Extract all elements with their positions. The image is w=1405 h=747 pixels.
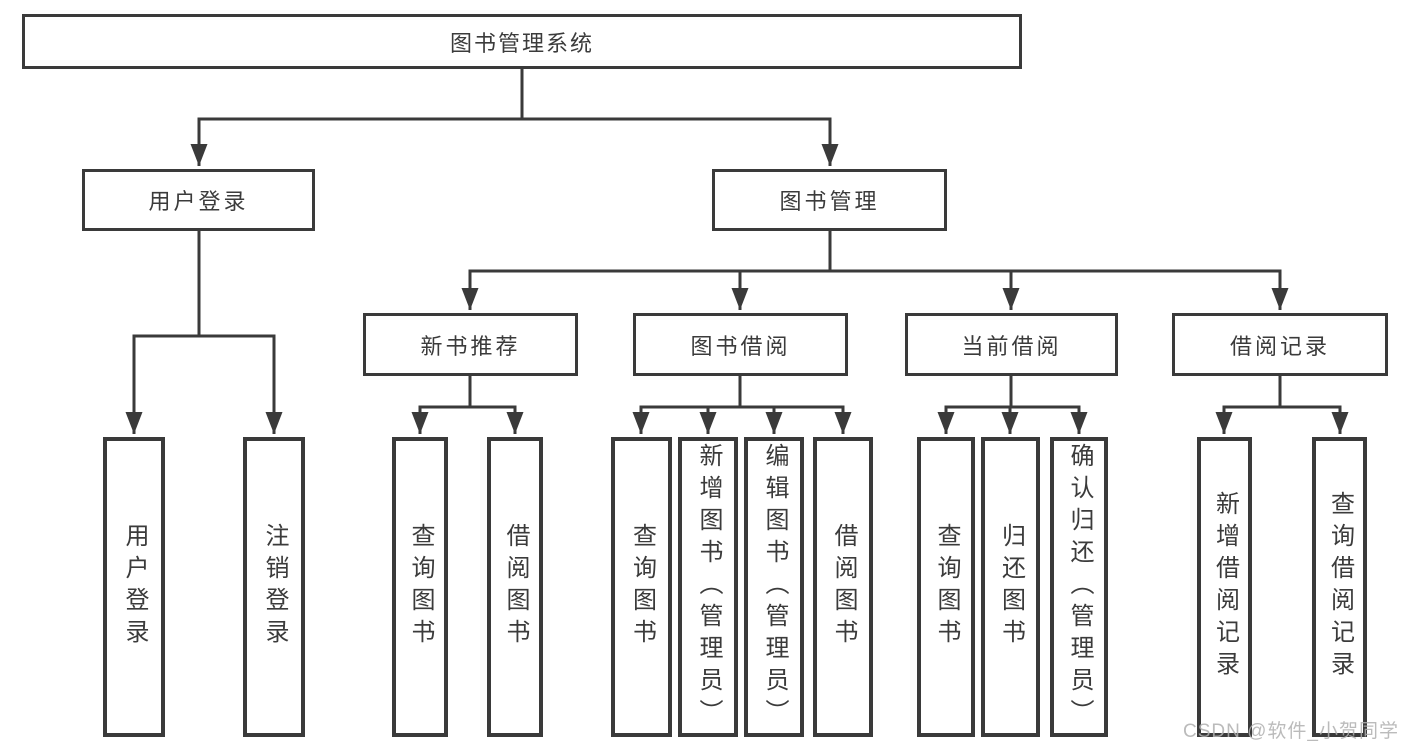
leaf-label: 查询借阅记录: [1326, 491, 1354, 683]
node-user-login: 用户登录: [82, 169, 315, 231]
node-label: 用户登录: [148, 189, 249, 214]
leaf-return-books: 归还图书: [981, 437, 1040, 737]
leaf-label: 借阅图书: [830, 523, 857, 651]
leaf-confirm-return-admin: 确认归还（管理员）: [1050, 437, 1108, 737]
node-new-book-recommendation: 新书推荐: [363, 313, 578, 376]
leaf-borrow-books-recommend: 借阅图书: [487, 437, 543, 737]
node-label: 图书借阅: [690, 333, 791, 359]
leaf-query-borrow-record: 查询借阅记录: [1312, 437, 1367, 737]
leaf-edit-book-admin: 编辑图书（管理员）: [744, 437, 804, 737]
leaf-label: 确认归还（管理员）: [1066, 443, 1093, 731]
leaf-user-login: 用户登录: [103, 437, 165, 737]
leaf-label: 注销登录: [261, 523, 288, 651]
leaf-label: 用户登录: [121, 523, 148, 651]
node-label: 图书管理系统: [449, 30, 594, 56]
node-label: 当前借阅: [961, 333, 1062, 359]
leaf-label: 查询图书: [933, 523, 960, 651]
leaf-label: 编辑图书（管理员）: [761, 443, 788, 731]
node-book-management: 图书管理: [712, 169, 947, 231]
leaf-label: 新增图书（管理员）: [695, 443, 722, 731]
node-label: 新书推荐: [420, 333, 521, 359]
leaf-label: 借阅图书: [502, 523, 529, 651]
node-borrowing-records: 借阅记录: [1172, 313, 1388, 376]
leaf-query-books-current: 查询图书: [917, 437, 975, 737]
leaf-logout: 注销登录: [243, 437, 305, 737]
leaf-label: 查询图书: [407, 523, 434, 651]
leaf-add-book-admin: 新增图书（管理员）: [678, 437, 738, 737]
leaf-borrow-books-borrowing: 借阅图书: [813, 437, 873, 737]
leaf-label: 新增借阅记录: [1211, 491, 1239, 683]
leaf-add-borrow-record: 新增借阅记录: [1197, 437, 1252, 737]
node-book-borrowing: 图书借阅: [633, 313, 848, 376]
node-current-borrowing: 当前借阅: [905, 313, 1118, 376]
leaf-label: 归还图书: [997, 523, 1025, 651]
node-label: 借阅记录: [1229, 333, 1330, 359]
leaf-query-books-recommend: 查询图书: [392, 437, 448, 737]
node-label: 图书管理: [779, 189, 880, 214]
leaf-query-books-borrowing: 查询图书: [611, 437, 672, 737]
node-library-management-system: 图书管理系统: [22, 14, 1022, 69]
csdn-watermark: CSDN @软件_小贺同学: [1183, 721, 1399, 742]
leaf-label: 查询图书: [628, 523, 656, 651]
